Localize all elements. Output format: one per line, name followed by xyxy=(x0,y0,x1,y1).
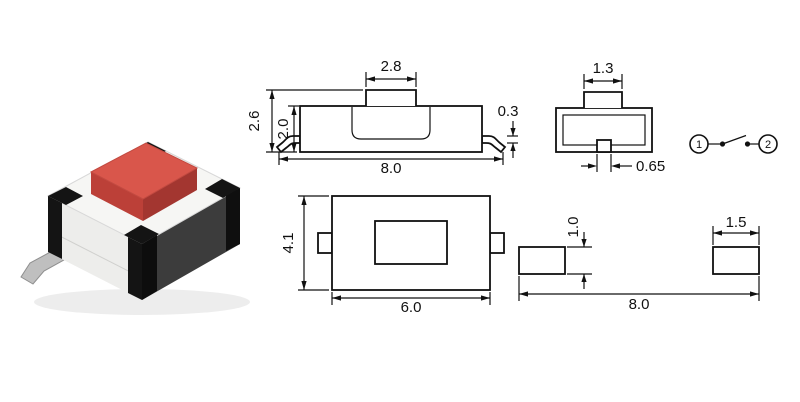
bumper-edge-front-l xyxy=(128,237,142,300)
top-button-outline xyxy=(374,220,448,265)
ground-shadow xyxy=(34,289,250,315)
bumper-cap-right xyxy=(205,179,240,198)
front-lead-right xyxy=(481,135,507,154)
pad-left xyxy=(518,246,566,275)
switch-3d-render xyxy=(20,141,250,315)
side-view: 1.3 0.65 xyxy=(555,60,665,175)
side-center-foot xyxy=(596,139,612,153)
pin2-label: 2 xyxy=(765,139,771,151)
pad-right xyxy=(712,246,760,275)
dim-front-body-height: 2.0 xyxy=(275,119,292,140)
front-view-dimensions: 2.8 2.6 2.0 0.3 xyxy=(246,58,518,177)
top-view-part xyxy=(317,195,505,291)
bumper-edge-left xyxy=(48,196,62,259)
contact-dot-right xyxy=(744,141,751,147)
land-pattern-dimensions: 1.0 1.5 8.0 xyxy=(518,214,760,313)
top-tab-right xyxy=(489,232,505,254)
front-body-outline xyxy=(299,105,483,153)
dim-front-lead-thickness: 0.3 xyxy=(498,103,519,120)
pin2-circle xyxy=(758,134,778,154)
dim-front-stem-width: 2.8 xyxy=(381,58,402,75)
front-stem-outline xyxy=(365,89,417,106)
dim-front-overall-width: 8.0 xyxy=(381,160,402,177)
bumper-cap-bottom xyxy=(124,225,159,244)
body-right-face xyxy=(142,188,240,300)
bumper-cap-left xyxy=(48,187,83,205)
side-view-dimensions: 1.3 0.65 xyxy=(581,60,665,175)
dim-land-pad-span: 8.0 xyxy=(629,296,650,313)
switch-lever xyxy=(722,134,747,145)
dim-land-pad-height: 1.0 xyxy=(565,217,582,238)
red-button-top-face xyxy=(89,142,199,200)
bumper-edge-right xyxy=(226,188,240,251)
red-button-front-face xyxy=(91,172,143,221)
schematic-symbol: 1 2 xyxy=(689,134,778,154)
dim-side-foot-offset: 0.65 xyxy=(636,158,665,175)
red-button-side-face xyxy=(143,168,197,221)
body-front-face xyxy=(48,196,142,300)
dim-top-body-width: 6.0 xyxy=(401,299,422,316)
bumper-edge-front-r xyxy=(142,235,157,300)
dim-side-stem-width: 1.3 xyxy=(593,60,614,77)
land-pattern-pads xyxy=(518,246,760,275)
top-tab-left xyxy=(317,232,333,254)
top-view-dimensions: 4.1 6.0 xyxy=(280,195,491,316)
front-view-part xyxy=(275,89,507,154)
pin1-label: 1 xyxy=(696,139,702,151)
dim-top-body-depth: 4.1 xyxy=(280,233,297,254)
dim-land-pad-width: 1.5 xyxy=(726,214,747,231)
land-pattern: 1.0 1.5 8.0 xyxy=(518,214,760,313)
front-inner-contour xyxy=(351,107,431,140)
body-seam-line xyxy=(47,229,143,279)
dim-front-overall-height: 2.6 xyxy=(246,111,263,132)
top-view: 4.1 6.0 xyxy=(280,195,505,316)
side-view-part xyxy=(555,91,653,153)
side-stem-outline xyxy=(583,91,623,108)
front-view: 2.8 2.6 2.0 0.3 xyxy=(246,58,518,177)
